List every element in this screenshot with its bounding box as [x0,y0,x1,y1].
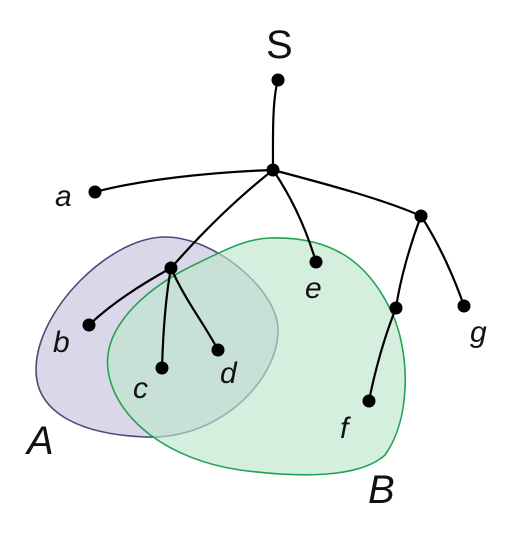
node-e [309,255,323,269]
node-left-junction [164,261,178,275]
node-label-f: f [340,412,351,445]
edge-hub-left [169,168,275,270]
tree-nodes [82,73,471,408]
edge-s-hub [271,78,280,172]
node-f [362,394,376,408]
node-c [155,361,169,375]
node-g [457,299,471,313]
tree-edges [87,78,466,403]
node-label-g: g [470,316,487,349]
node-mid-junction [389,301,403,315]
node-right-junction [414,209,428,223]
edge-left-b [87,266,173,327]
set-label-b: B [368,468,395,512]
node-b [82,318,96,332]
node-hub [266,163,280,177]
node-label-d: d [220,357,238,390]
edge-hub-e [271,168,318,264]
edge-mid-f [367,306,398,403]
edge-hub-right [271,168,423,218]
edge-right-mid [394,214,423,310]
node-a [88,185,102,199]
node-s [271,73,285,87]
node-d [211,343,225,357]
node-label-c: c [133,372,148,405]
edge-left-d [169,266,220,352]
node-label-a: a [55,180,72,213]
set-label-a: A [25,419,54,463]
node-label-e: e [305,272,322,305]
node-label-b: b [53,326,70,359]
edge-hub-a [93,168,275,194]
edge-left-c [160,266,173,370]
edge-right-g [419,214,466,308]
root-label: S [266,23,293,67]
